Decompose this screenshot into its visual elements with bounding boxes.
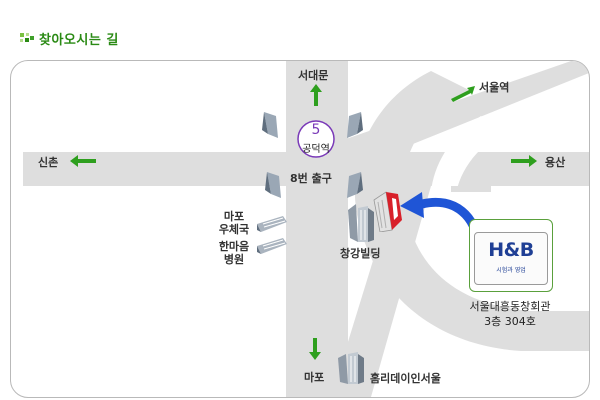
destination-address-line1: 서울대흥동창회관 bbox=[469, 300, 551, 313]
label-east: 용산 bbox=[545, 156, 566, 169]
arrow-west-icon bbox=[70, 155, 96, 167]
station-number: 5 bbox=[311, 122, 321, 138]
hb-logo: H&B bbox=[488, 239, 534, 261]
destination-address-line2: 3층 304호 bbox=[484, 315, 536, 328]
label-hospital-line1: 한마음 bbox=[218, 240, 250, 253]
label-exit: 8번 출구 bbox=[290, 172, 332, 185]
arrow-northeast-icon bbox=[451, 86, 475, 102]
label-hospital: 한마음 병원 bbox=[216, 240, 252, 266]
arrow-south-icon bbox=[309, 338, 321, 360]
post-office-building-icon bbox=[257, 216, 287, 232]
label-post-office-line2: 우체국 bbox=[218, 223, 250, 236]
label-north: 서대문 bbox=[298, 69, 329, 82]
label-building: 창강빌딩 bbox=[340, 247, 381, 260]
hb-logo-sub: 시험과 영업 bbox=[496, 267, 526, 274]
page-header: 찾아오시는 길 bbox=[20, 28, 119, 48]
page-title: 찾아오시는 길 bbox=[39, 32, 119, 48]
station-circle-icon bbox=[297, 120, 335, 158]
exit-marker-icon bbox=[262, 112, 278, 138]
exit-marker-icon bbox=[347, 112, 363, 138]
arrow-north-icon bbox=[310, 84, 322, 106]
station-name: 공덕역 bbox=[302, 144, 330, 155]
hb-logo-card: H&B 시험과 영업 bbox=[474, 232, 548, 285]
green-bullet-icon bbox=[20, 33, 34, 42]
arrow-east-icon bbox=[511, 155, 537, 167]
exit-marker-icon bbox=[347, 172, 363, 198]
changgang-building-icon bbox=[348, 204, 374, 242]
label-hospital-line2: 병원 bbox=[223, 253, 245, 266]
exit-marker-icon bbox=[265, 172, 281, 198]
destination-building-icon bbox=[373, 191, 402, 232]
label-post-office: 마포 우체국 bbox=[216, 210, 252, 236]
label-bottom-building: 홈리데이인서울 bbox=[370, 372, 441, 385]
hospital-building-icon bbox=[257, 238, 287, 254]
destination-box: H&B 시험과 영업 bbox=[469, 219, 553, 292]
label-northeast: 서울역 bbox=[479, 81, 510, 94]
label-west: 신촌 bbox=[38, 156, 59, 169]
label-south: 마포 bbox=[304, 371, 325, 384]
holiday-inn-building-icon bbox=[338, 352, 364, 384]
label-post-office-line1: 마포 bbox=[223, 210, 245, 223]
